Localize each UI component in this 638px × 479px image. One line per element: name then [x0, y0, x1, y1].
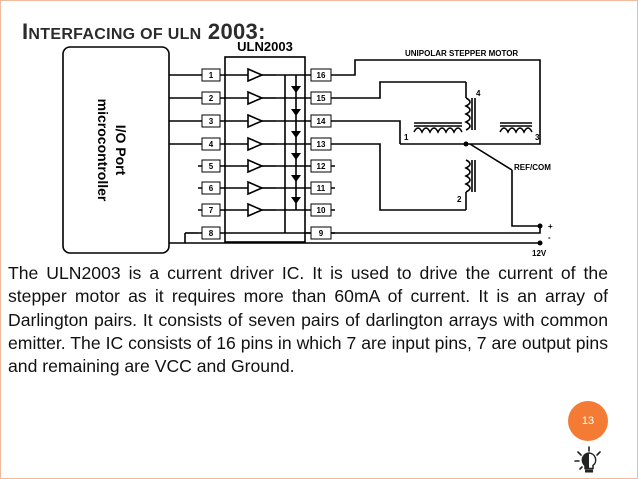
ic-label: ULN2003 — [237, 39, 293, 54]
pin-7: 7 — [209, 206, 214, 215]
pin-boxes-left — [201, 68, 221, 240]
clamp-diodes — [291, 86, 301, 204]
pin-9: 9 — [319, 229, 324, 238]
motor-wires — [169, 59, 541, 244]
slide-body-text: The ULN2003 is a current driver IC. It i… — [8, 263, 608, 377]
stepper-motor-coils — [400, 82, 533, 210]
coil-label-2: 2 — [457, 195, 462, 204]
coil-label-4: 4 — [476, 89, 481, 98]
coil-label-1: 1 — [404, 133, 409, 142]
pin-6: 6 — [209, 184, 214, 193]
pin-1: 1 — [209, 71, 214, 80]
mcu-input-wires — [169, 74, 198, 145]
pin-boxes-right — [310, 68, 332, 240]
pin-12: 12 — [317, 162, 326, 171]
pin-4: 4 — [209, 140, 214, 149]
pin-10: 10 — [317, 206, 326, 215]
junction-dots — [463, 141, 543, 246]
lightbulb-icon — [574, 446, 601, 473]
mcu-port-label: I/O Port — [113, 125, 129, 176]
pin-8: 8 — [209, 229, 214, 238]
microcontroller-box — [62, 46, 170, 254]
title-tail: 2003: — [201, 19, 266, 44]
pin-11: 11 — [317, 184, 326, 193]
pin-16: 16 — [317, 71, 326, 80]
pin-3: 3 — [209, 117, 214, 126]
title-rest: NTERFACING OF ULN — [28, 26, 202, 43]
pin-15: 15 — [317, 94, 326, 103]
pin-13: 13 — [317, 140, 326, 149]
pin-2: 2 — [209, 94, 214, 103]
mcu-name-label: microcontroller — [95, 99, 111, 202]
ref-com-label: REF/COM — [514, 163, 551, 172]
slide-number-badge: 13 — [568, 401, 608, 441]
plus-label: + — [548, 222, 553, 231]
supply-label: 12V — [532, 249, 547, 258]
ic-body — [224, 56, 306, 243]
pin-14: 14 — [317, 117, 326, 126]
darlington-buffers — [225, 67, 276, 218]
motor-label: UNIPOLAR STEPPER MOTOR — [405, 49, 518, 58]
ic-output-lines — [276, 74, 305, 211]
minus-label: - — [548, 233, 551, 242]
coil-label-3: 3 — [535, 133, 540, 142]
pin-5: 5 — [209, 162, 214, 171]
title-lead: I — [22, 19, 29, 44]
uln2003-circuit-diagram: ULN2003 UNIPOLAR STEPPER MOTOR I/O Port … — [62, 39, 553, 258]
slide-title: INTERFACING OF ULN 2003: — [22, 10, 266, 47]
